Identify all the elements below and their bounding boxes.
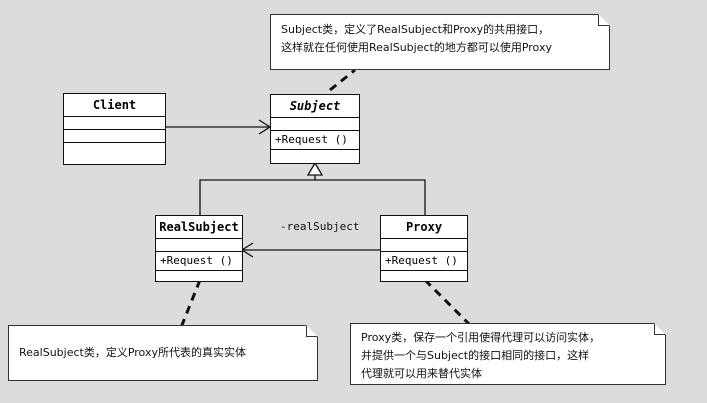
class-proxy: Proxy +Request () bbox=[380, 215, 468, 282]
class-client: Client bbox=[63, 93, 166, 165]
operation: +Request () bbox=[381, 252, 467, 271]
note-line: 代理就可以用来替代实体 bbox=[361, 367, 482, 380]
operation: +Request () bbox=[156, 252, 242, 271]
class-name: RealSubject bbox=[156, 216, 242, 239]
class-name: Subject bbox=[271, 95, 359, 118]
note-subject: Subject类，定义了RealSubject和Proxy的共用接口， 这样就在… bbox=[270, 14, 610, 70]
note-proxy: Proxy类，保存一个引用使得代理可以访问实体， 并提供一个与Subject的接… bbox=[350, 323, 666, 385]
attribute-section bbox=[271, 118, 359, 131]
class-name: Proxy bbox=[381, 216, 467, 239]
class-realsubject: RealSubject +Request () bbox=[155, 215, 243, 282]
operation: +Request () bbox=[271, 131, 359, 150]
note-line: 并提供一个与Subject的接口相同的接口，这样 bbox=[361, 349, 590, 362]
operation-section bbox=[64, 130, 165, 143]
generalization-proxy bbox=[315, 179, 426, 215]
note-realsubject: RealSubject类，定义Proxy所代表的真实实体 bbox=[8, 325, 318, 381]
generalization-realsubject bbox=[199, 172, 316, 215]
note-line: Proxy类，保存一个引用使得代理可以访问实体， bbox=[361, 331, 601, 344]
note-line: 这样就在任何使用RealSubject的地方都可以使用Proxy bbox=[281, 41, 552, 54]
class-name: Client bbox=[64, 94, 165, 117]
attribute-section bbox=[381, 239, 467, 252]
note-line: Subject类，定义了RealSubject和Proxy的共用接口， bbox=[281, 23, 550, 36]
attribute-section bbox=[156, 239, 242, 252]
note-anchor-subject bbox=[329, 68, 356, 92]
note-anchor-proxy bbox=[423, 278, 472, 327]
class-subject: Subject +Request () bbox=[270, 94, 360, 164]
association-label: -realSubject bbox=[280, 220, 360, 233]
generalization-triangle bbox=[306, 161, 324, 176]
note-line: RealSubject类，定义Proxy所代表的真实实体 bbox=[19, 346, 246, 359]
attribute-section bbox=[64, 117, 165, 130]
